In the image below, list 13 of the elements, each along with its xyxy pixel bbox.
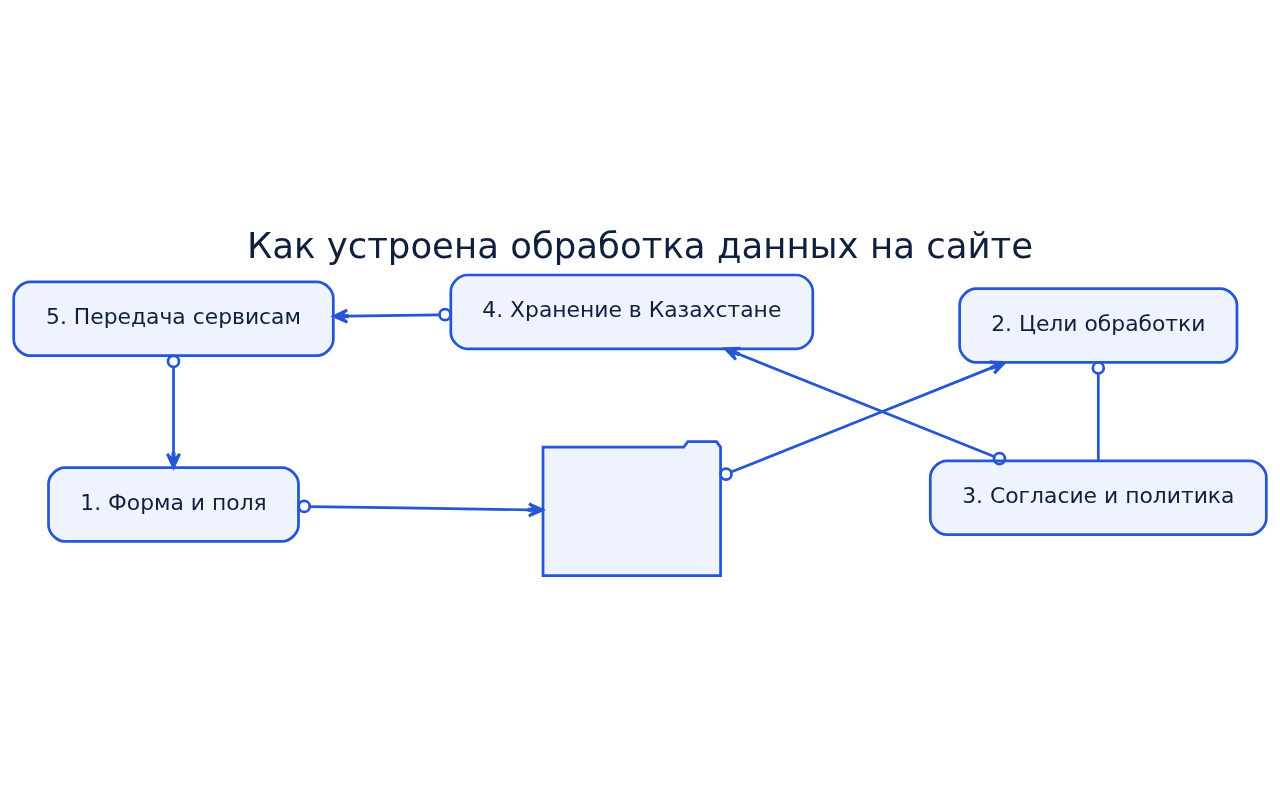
arrow <box>332 307 452 324</box>
arrow <box>719 360 1007 481</box>
arrow <box>724 346 1007 466</box>
node-box: 4. Хранение в Казахстане <box>449 273 815 351</box>
node-box: 1. Форма и поля <box>47 466 300 543</box>
node-folder <box>541 440 722 577</box>
connector <box>1091 361 1106 461</box>
node-box: 3. Согласие и политика <box>928 459 1268 536</box>
arrow <box>297 499 545 518</box>
node-box: 5. Передача сервисам <box>12 280 335 357</box>
diagram-title: Как устроена обработка данных на сайте <box>246 225 1034 267</box>
arrow <box>166 354 181 469</box>
node-box: 2. Цели обработки <box>958 287 1239 364</box>
